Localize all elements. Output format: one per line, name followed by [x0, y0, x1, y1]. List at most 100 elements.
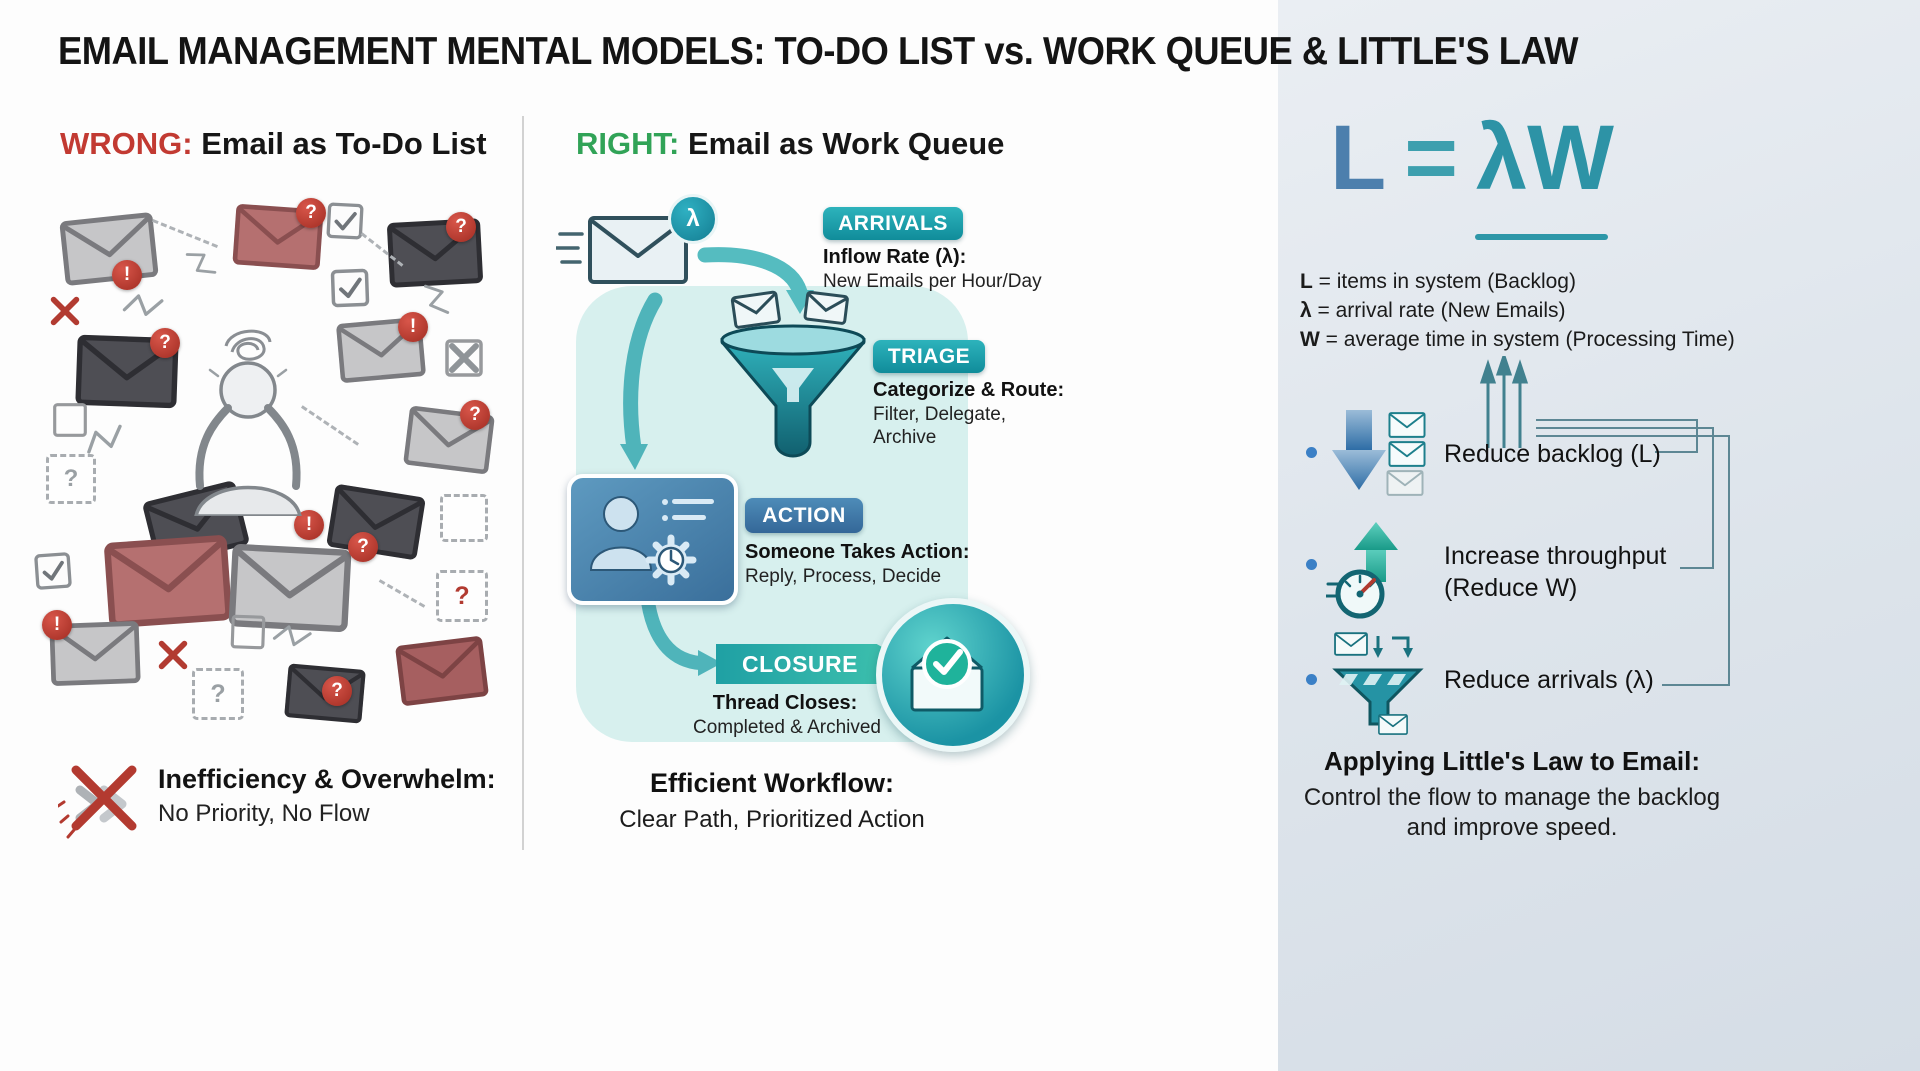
alert-badge: ! [42, 610, 72, 640]
badge-glyph: ! [123, 264, 131, 285]
x-mark-icon [154, 636, 192, 674]
question-badge: ? [460, 400, 490, 430]
empty-checkbox-icon [229, 613, 266, 650]
triage-badge: TRIAGE [873, 340, 985, 373]
bullet-dot [1306, 559, 1317, 570]
strategy-reduce-arrivals: Reduce arrivals (λ) [1444, 666, 1654, 694]
closure-detail-bold: Thread Closes: [712, 692, 858, 714]
queue-heading-text: Email as Work Queue [687, 126, 1005, 161]
reduce-arrivals-icon [1332, 632, 1424, 735]
x-mark-icon [46, 292, 84, 330]
arrivals-detail-text: New Emails per Hour/Day [823, 271, 1042, 292]
alert-badge: ! [112, 260, 142, 290]
arrivals-badge: ARRIVALS [823, 207, 963, 240]
bullet-dot [1306, 447, 1317, 458]
triage-detail-text: Filter, Delegate, Archive [873, 404, 1007, 448]
queue-footer-title: Efficient Workflow: [649, 768, 894, 798]
action-detail-text: Reply, Process, Decide [745, 566, 942, 587]
dashed-connector-line [151, 218, 219, 249]
triage-funnel-icon [720, 290, 866, 458]
legend-line-lambda: λ = arrival rate (New Emails) [1300, 299, 1566, 323]
badge-glyph: ! [305, 514, 313, 535]
dashed-connector-line [378, 579, 426, 608]
strategy-connector-arrows [1479, 356, 1730, 686]
page-title: EMAIL MANAGEMENT MENTAL MODELS: TO-DO LI… [58, 30, 1578, 73]
checked-envelope-icon [910, 636, 984, 712]
checked-checkbox-icon [325, 201, 365, 241]
question-badge: ? [150, 328, 180, 358]
uncertain-task-box: ? [436, 570, 488, 622]
no-flow-icon [58, 765, 137, 839]
column-divider [522, 116, 524, 850]
wrong-footer-subtitle: No Priority, No Flow [158, 800, 370, 827]
strategy-increase-throughput: Increase throughput (Reduce W) [1444, 542, 1667, 602]
scribble-line [81, 419, 132, 456]
increase-throughput-icon [1326, 522, 1398, 619]
badge-glyph: ? [331, 680, 343, 701]
checked-checkbox-icon [33, 551, 74, 592]
alert-badge: ! [398, 312, 428, 342]
badge-glyph: ! [53, 614, 61, 635]
envelope-icon [395, 635, 490, 707]
law-footer: Applying Little's Law to Email: Control … [1294, 746, 1730, 843]
arrivals-detail-bold: Inflow Rate (λ): [823, 246, 967, 268]
queue-footer: Efficient Workflow: Clear Path, Prioriti… [562, 768, 982, 835]
completed-email-icon [876, 598, 1030, 752]
formula-lambdaW: λW [1475, 107, 1614, 209]
question-mark: ? [454, 581, 470, 610]
law-footer-text: Control the flow to manage the backlog a… [1303, 784, 1721, 841]
queue-footer-subtitle: Clear Path, Prioritized Action [619, 806, 925, 833]
wrong-panel-heading: WRONG: Email as To-Do List [60, 126, 487, 162]
checked-checkbox-icon [329, 267, 370, 308]
email-chaos-scatter: !???!?!?!???? [0, 0, 522, 1071]
badge-glyph: ? [357, 536, 369, 557]
lambda-glyph: λ [686, 205, 700, 232]
question-badge: ? [322, 676, 352, 706]
bullet-dot [1306, 674, 1317, 685]
wrong-footer-title: Inefficiency & Overwhelm: [158, 764, 496, 794]
action-badge: ACTION [745, 498, 863, 533]
reduce-backlog-icon [1332, 410, 1426, 496]
legend-line-L: L = items in system (Backlog) [1300, 270, 1576, 294]
person-gear-clock-icon [589, 496, 714, 586]
legend-term: W [1300, 328, 1320, 351]
lambda-rate-icon: λ [668, 194, 718, 244]
queue-panel-heading: RIGHT: Email as Work Queue [576, 126, 1004, 162]
legend-rest: = average time in system (Processing Tim… [1319, 328, 1735, 351]
action-person-card [567, 474, 738, 605]
legend-rest: = items in system (Backlog) [1312, 270, 1576, 293]
wrong-heading-text: Email as To-Do List [201, 126, 487, 161]
action-detail-bold: Someone Takes Action: [745, 541, 970, 563]
badge-glyph: ? [305, 202, 317, 223]
question-badge: ? [348, 532, 378, 562]
workflow-arrows [620, 247, 814, 676]
question-badge: ? [296, 198, 326, 228]
question-badge: ? [446, 212, 476, 242]
uncertain-task-box: ? [192, 668, 244, 720]
formula-underline [1475, 234, 1608, 240]
question-mark: ? [210, 679, 226, 708]
scribble-line [184, 243, 223, 287]
question-mark: ? [63, 465, 79, 492]
legend-line-W: W = average time in system (Processing T… [1300, 328, 1735, 352]
uncertain-task-box: ? [46, 454, 96, 504]
overwhelmed-person-figure [194, 329, 302, 516]
littles-law-formula: L = λW [1330, 112, 1614, 204]
envelope-icon [103, 534, 233, 629]
closure-detail-text: Completed & Archived [693, 717, 881, 738]
law-footer-title: Applying Little's Law to Email: [1324, 746, 1700, 776]
badge-glyph: ? [455, 216, 467, 237]
dashed-placeholder-box [440, 494, 488, 542]
wrong-label: WRONG: [60, 126, 193, 161]
legend-rest: = arrival rate (New Emails) [1311, 299, 1566, 322]
scribble-line [122, 288, 170, 323]
incoming-email-icon [556, 216, 688, 284]
formula-equals: = [1404, 107, 1458, 209]
envelope-icon [59, 211, 159, 286]
legend-term: λ [1300, 299, 1312, 322]
legend-term: L [1300, 270, 1313, 293]
formula-L: L [1330, 107, 1387, 209]
right-label: RIGHT: [576, 126, 680, 161]
crossed-checkbox-icon [444, 338, 484, 378]
